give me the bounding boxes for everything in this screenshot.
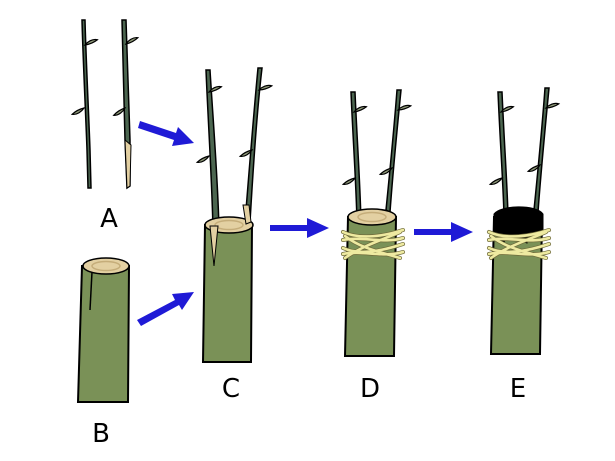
- scion-e1-bud: [488, 177, 504, 186]
- scion-d2-bud: [396, 104, 413, 111]
- scion-a1: [81, 19, 92, 189]
- scion-c2-bud: [257, 84, 274, 91]
- scion-c1-bud: [195, 155, 211, 164]
- scion-e1-bud: [499, 105, 515, 113]
- step-b-rootstock: [76, 257, 131, 403]
- arrow-c-to-d: [270, 218, 329, 238]
- scion-a1-bud: [70, 107, 86, 116]
- scion-d1-bud: [352, 105, 368, 113]
- scion-a1-bud: [83, 38, 99, 46]
- label-b: B: [92, 419, 110, 449]
- label-e: E: [509, 374, 527, 404]
- scion-d2-bud: [378, 167, 394, 176]
- scion-c1-bud: [207, 85, 223, 93]
- rootstock-b-cut-face: [82, 257, 130, 275]
- step-e-sealed: [487, 87, 561, 355]
- scion-a2-bud: [112, 106, 127, 116]
- rootstock-d-cut-face: [347, 208, 397, 226]
- rootstock-b-bark-line: [89, 271, 93, 311]
- scion-a2-bud: [124, 36, 140, 45]
- arrows: [137, 121, 473, 326]
- scion-c2: [245, 67, 263, 223]
- label-d: D: [359, 374, 381, 404]
- rootstock-b-body: [76, 265, 131, 403]
- scion-e2-bud: [526, 164, 542, 173]
- arrow-d-to-e: [414, 222, 473, 242]
- label-c: C: [221, 374, 241, 404]
- scion-c2-bud: [238, 149, 254, 158]
- rootstock-c-ring: [214, 219, 244, 231]
- twine-d: [341, 228, 405, 260]
- scion-c2-wedge: [242, 204, 252, 225]
- rootstock-d-ring: [357, 211, 387, 223]
- twine-e: [487, 228, 551, 260]
- step-c-inserted: [195, 67, 274, 363]
- scion-d1-bud: [341, 177, 357, 186]
- scion-a2-cut: [124, 138, 132, 189]
- rootstock-b-ring: [91, 260, 121, 272]
- arrow-b-to-c: [137, 292, 194, 326]
- step-a-scions: [70, 19, 140, 190]
- scion-c1-wedge: [209, 225, 219, 267]
- scion-e2-bud: [544, 102, 561, 109]
- label-a: A: [100, 204, 118, 234]
- step-d-tied: [341, 89, 413, 357]
- arrow-a-to-c: [138, 121, 194, 146]
- scion-d2: [385, 89, 402, 214]
- rootstock-c-body: [201, 224, 254, 363]
